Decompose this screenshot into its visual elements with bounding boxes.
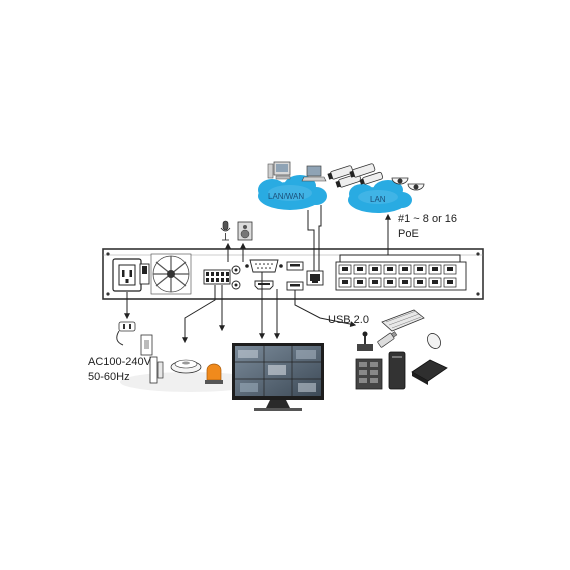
lan-wan-connector [307, 210, 315, 271]
lan-wan-connector-2 [318, 205, 322, 271]
power-voltage-label: AC100-240V [88, 356, 151, 368]
alarm-light-icon [205, 363, 223, 384]
monitor-icon [232, 343, 324, 411]
poe-channel-label: #1 ~ 8 or 16 [398, 213, 458, 225]
dome-camera-icon [391, 177, 425, 191]
smoke-detector-icon [170, 359, 202, 374]
lan-cloud [348, 180, 412, 213]
lan-cloud-label: LAN [370, 195, 386, 204]
connection-lines [124, 205, 461, 344]
poe-bracket [339, 254, 461, 262]
usb-label: USB 2.0 [328, 314, 369, 326]
microphone-icon [220, 220, 231, 241]
audio-jack-icon [231, 265, 241, 290]
vga-port-icon [245, 259, 283, 273]
wall-switch-icon [140, 334, 153, 356]
lan-wan-cloud [258, 175, 327, 210]
pc-icon [267, 161, 291, 180]
alarm-terminal-icon [203, 269, 231, 285]
nas-icon [355, 358, 383, 390]
lan-port-icon [306, 270, 324, 286]
power-inlet-icon [112, 258, 142, 292]
mouse-icon [427, 333, 441, 349]
usb-flash-drive-icon [377, 331, 398, 348]
lan-wan-cloud-label: LAN/WAN [268, 192, 305, 201]
poe-ports-icon [335, 261, 467, 291]
external-hdd-icon [411, 359, 448, 385]
tower-drive-icon [388, 351, 406, 390]
laptop-icon [301, 165, 327, 182]
fan-icon [150, 253, 192, 295]
poe-label: PoE [398, 228, 419, 240]
keyboard-icon [381, 309, 425, 332]
hdmi-port-icon [254, 280, 274, 290]
joystick-icon [357, 331, 373, 351]
door-sensor-icon [149, 356, 164, 384]
power-frequency-label: 50-60Hz [88, 371, 130, 383]
power-plug-icon [116, 321, 136, 346]
usb-arrow [294, 290, 357, 328]
bullet-camera-icon [327, 163, 384, 188]
power-switch-icon [139, 263, 150, 285]
alarm-arrow [182, 285, 216, 344]
speaker-icon [237, 221, 253, 241]
